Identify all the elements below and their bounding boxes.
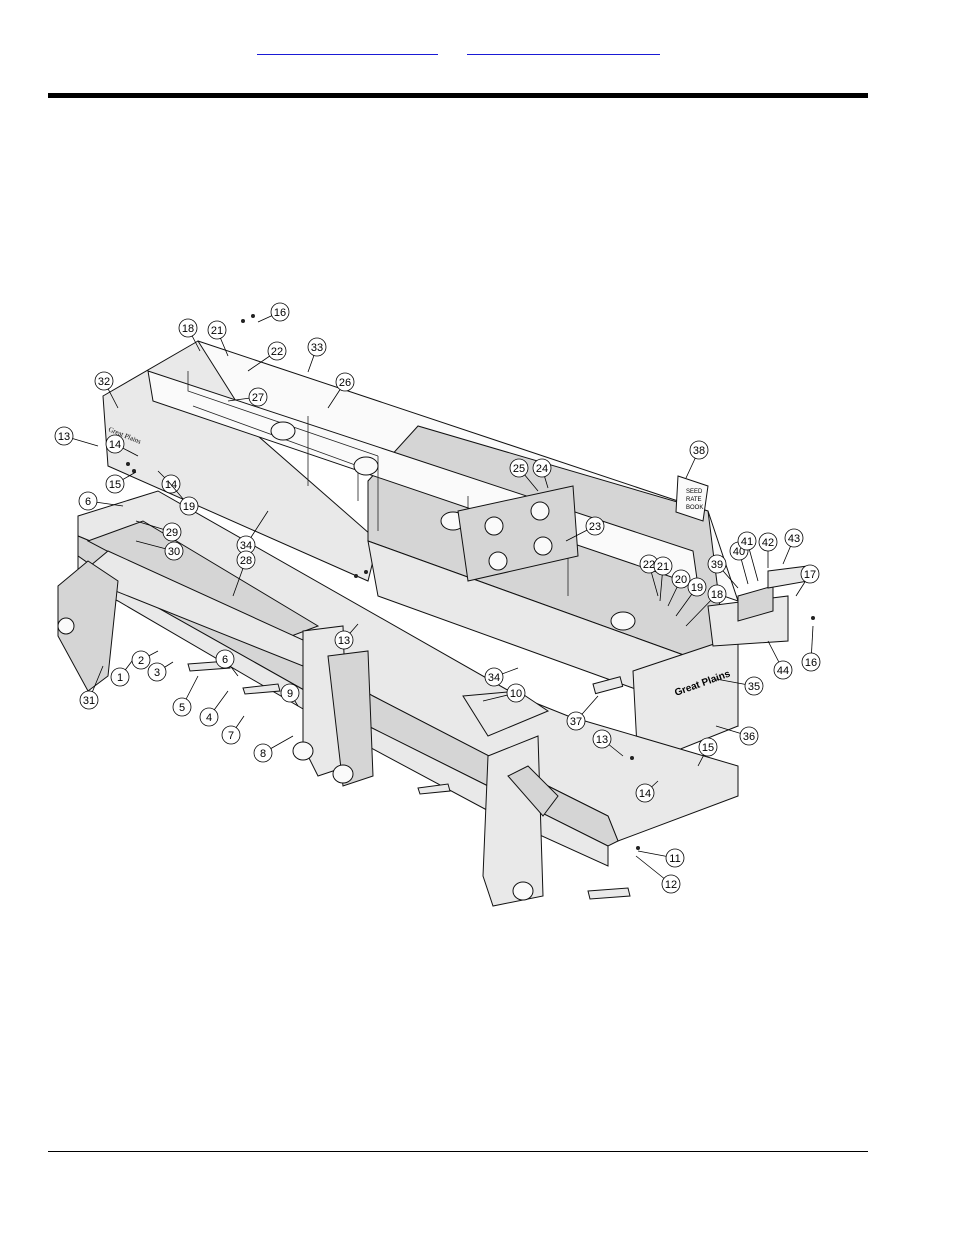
callout-number: 21 [211, 325, 223, 337]
callout-number: 20 [675, 574, 687, 586]
callout-16: 16 [802, 626, 820, 671]
callout-number: 25 [513, 463, 525, 475]
callout-number: 14 [639, 788, 651, 800]
decal-line-3: BOOK [686, 505, 703, 511]
callout-number: 33 [311, 342, 323, 354]
callout-42: 42 [759, 533, 777, 568]
callout-number: 36 [743, 731, 755, 743]
callout-number: 18 [711, 589, 723, 601]
callout-number: 24 [536, 463, 548, 475]
callout-number: 18 [182, 323, 194, 335]
callout-number: 37 [570, 716, 582, 728]
callout-34: 34 [485, 668, 518, 686]
callout-number: 7 [228, 730, 234, 742]
decal-line-1: SEED [686, 489, 703, 495]
callout-16: 16 [258, 303, 289, 322]
callout-number: 13 [338, 635, 350, 647]
callout-9: 9 [281, 684, 299, 706]
callout-number: 9 [287, 688, 293, 700]
callout-number: 34 [488, 672, 500, 684]
callout-number: 30 [168, 546, 180, 558]
callout-number: 22 [643, 559, 655, 571]
callout-38: 38 [686, 441, 708, 478]
callout-number: 2 [138, 655, 144, 667]
callout-number: 21 [657, 561, 669, 573]
callout-43: 43 [783, 529, 803, 564]
callout-number: 42 [762, 537, 774, 549]
callout-number: 1 [117, 672, 123, 684]
callout-33: 33 [308, 338, 326, 372]
callout-number: 15 [109, 479, 121, 491]
callout-number: 44 [777, 665, 789, 677]
callout-number: 5 [179, 702, 185, 714]
callout-number: 11 [669, 853, 680, 865]
callout-number: 23 [589, 521, 601, 533]
callout-number: 22 [271, 346, 283, 358]
callout-44: 44 [768, 641, 792, 679]
callout-number: 4 [206, 712, 212, 724]
callout-5: 5 [173, 676, 198, 716]
callout-number: 19 [183, 501, 195, 513]
callout-number: 13 [58, 431, 70, 443]
decal-line-2: RATE [686, 497, 702, 503]
callout-number: 32 [98, 376, 110, 388]
callout-number: 16 [805, 657, 817, 669]
callout-number: 12 [665, 879, 677, 891]
callout-3: 3 [148, 662, 173, 681]
callout-number: 17 [804, 569, 816, 581]
header-rule [48, 93, 868, 98]
callout-13: 13 [55, 427, 98, 446]
callout-number: 29 [166, 527, 178, 539]
callout-number: 28 [240, 555, 252, 567]
callout-8: 8 [254, 736, 293, 762]
footer-rule [48, 1151, 868, 1152]
callout-number: 8 [260, 748, 266, 760]
parts-diagram: Great Plains Great Plains SEED [48, 296, 828, 924]
callout-7: 7 [222, 716, 244, 744]
callout-number: 27 [252, 392, 264, 404]
callout-4: 4 [200, 691, 228, 726]
callout-number: 10 [510, 688, 522, 700]
callout-number: 41 [741, 536, 753, 548]
callout-number: 35 [748, 681, 760, 693]
callout-number: 31 [83, 695, 95, 707]
callout-number: 13 [596, 734, 608, 746]
callout-number: 3 [154, 667, 160, 679]
callout-number: 14 [109, 439, 121, 451]
callout-number: 15 [702, 742, 714, 754]
callout-number: 38 [693, 445, 705, 457]
callout-number: 26 [339, 377, 351, 389]
callout-number: 39 [711, 559, 723, 571]
callout-number: 19 [691, 582, 703, 594]
callout-number: 43 [788, 533, 800, 545]
header-link-left[interactable] [257, 36, 438, 55]
callout-number: 34 [240, 540, 252, 552]
callout-number: 16 [274, 307, 286, 319]
callout-number: 6 [85, 496, 91, 508]
callout-number: 6 [222, 654, 228, 666]
callout-11: 11 [638, 849, 684, 867]
header-link-right[interactable] [467, 36, 660, 55]
